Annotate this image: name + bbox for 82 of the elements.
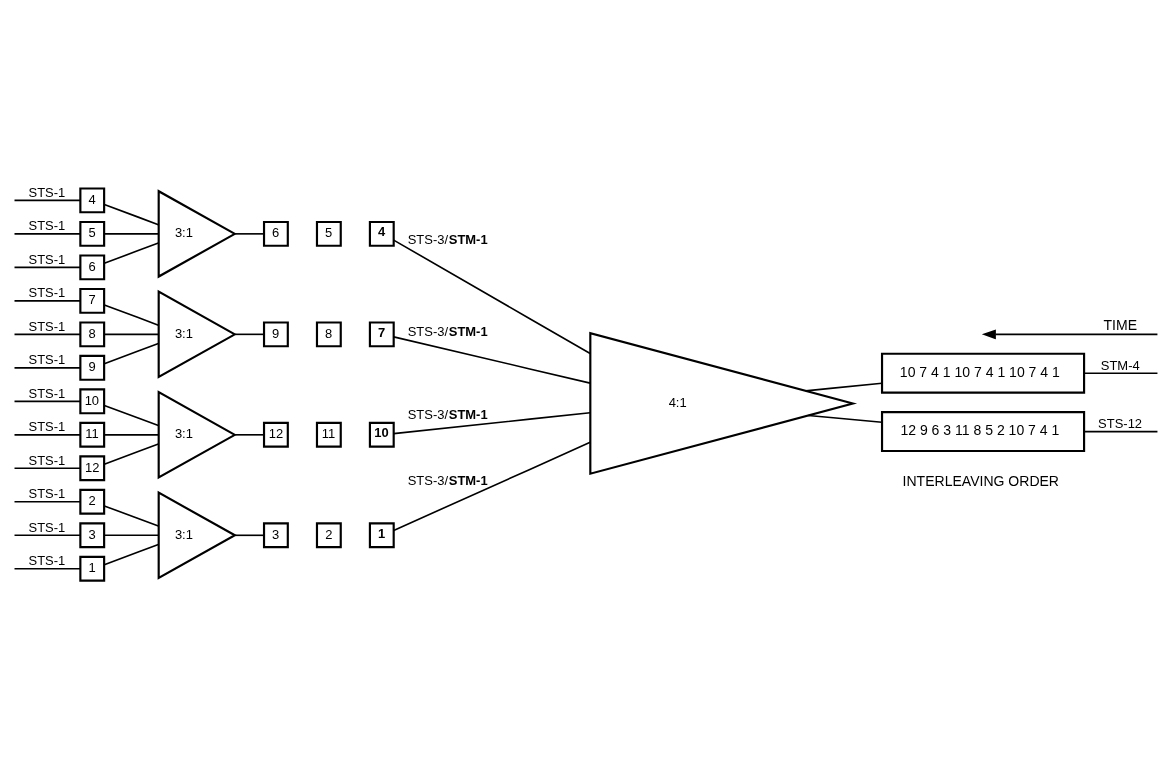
edge-label: STS-3/STM-1 xyxy=(407,323,488,339)
connector xyxy=(234,534,265,536)
connector xyxy=(103,203,160,225)
connector xyxy=(103,404,160,426)
connector xyxy=(13,266,81,268)
node-box: 1 xyxy=(368,521,395,548)
connector xyxy=(392,238,591,354)
edge-label: STS-3/STM-1 xyxy=(407,472,488,488)
node-box: 7 xyxy=(79,287,106,314)
edge-label: STS-1 xyxy=(28,217,66,233)
connector xyxy=(103,303,160,326)
node-box: 3 xyxy=(79,521,106,548)
node-box: 10 7 4 1 10 7 4 1 10 7 4 1 xyxy=(880,352,1086,394)
node-box: 10 xyxy=(368,421,395,448)
connector xyxy=(13,232,81,235)
node-box: 12 xyxy=(262,421,289,448)
edge-label: STS-1 xyxy=(28,284,66,300)
connector xyxy=(103,433,160,436)
connector xyxy=(103,241,160,264)
connector xyxy=(13,500,81,503)
edge-label: STS-1 xyxy=(28,519,66,535)
node-box: 8 xyxy=(315,320,342,347)
connector xyxy=(804,381,883,392)
node-box: 1 xyxy=(79,555,106,582)
edge-label: STS-3/STM-1 xyxy=(407,406,488,422)
connector xyxy=(103,543,160,565)
connector xyxy=(1083,430,1159,432)
node-box: 4 xyxy=(79,186,106,213)
connector xyxy=(807,414,883,423)
connector xyxy=(13,567,81,570)
node-box: 9 xyxy=(79,354,106,381)
edge-label: STS-12 xyxy=(1098,415,1143,431)
label: TIME xyxy=(1103,316,1138,333)
connector xyxy=(234,433,265,436)
edge-label: STS-3/STM-1 xyxy=(407,231,488,247)
node-box: 5 xyxy=(79,220,106,247)
node-box: 6 xyxy=(79,253,106,280)
node-box: 3 xyxy=(262,521,289,548)
edge-label: STS-1 xyxy=(28,385,66,401)
connector xyxy=(13,467,81,469)
node-box: 11 xyxy=(315,421,342,448)
node-box: 2 xyxy=(79,488,106,515)
node-box: 4 xyxy=(368,220,395,247)
connector xyxy=(234,333,265,335)
connector xyxy=(392,441,591,531)
edge-label: STS-1 xyxy=(28,184,66,200)
node-box: 12 xyxy=(79,454,106,481)
edge-label: STS-1 xyxy=(28,251,66,267)
edge-label: STS-1 xyxy=(28,318,66,334)
connector xyxy=(103,342,160,365)
connector xyxy=(103,504,160,527)
connector xyxy=(13,433,81,436)
connector xyxy=(13,400,81,402)
connector xyxy=(13,299,81,302)
connector xyxy=(103,232,160,235)
connector xyxy=(13,534,81,536)
edge-label: STS-1 xyxy=(28,552,66,568)
label: INTERLEAVING ORDER xyxy=(902,472,1060,489)
edge-label: STS-1 xyxy=(28,418,66,434)
connector xyxy=(13,199,81,201)
node-box: 9 xyxy=(262,320,289,347)
edge-label: STM-4 xyxy=(1100,357,1140,373)
node-box: 6 xyxy=(262,220,289,247)
node-box: 10 xyxy=(79,387,106,414)
edge-label: STS-1 xyxy=(28,485,66,501)
node-box: 11 xyxy=(79,421,106,448)
node-box: 5 xyxy=(315,220,342,247)
edge-label: STS-1 xyxy=(28,351,66,367)
node-box: 8 xyxy=(79,320,106,347)
connector xyxy=(392,335,591,384)
edge-label: STS-1 xyxy=(28,452,66,468)
connector xyxy=(103,442,160,465)
connector xyxy=(103,534,160,536)
connector xyxy=(13,333,81,335)
node-box: 12 9 6 3 11 8 5 2 10 7 4 1 xyxy=(880,410,1086,452)
connector xyxy=(234,232,265,235)
connector xyxy=(103,333,160,335)
connector xyxy=(1083,371,1159,374)
node-box: 7 xyxy=(368,320,395,347)
node-box: 2 xyxy=(315,521,342,548)
connector xyxy=(392,411,591,434)
connector xyxy=(13,366,81,369)
